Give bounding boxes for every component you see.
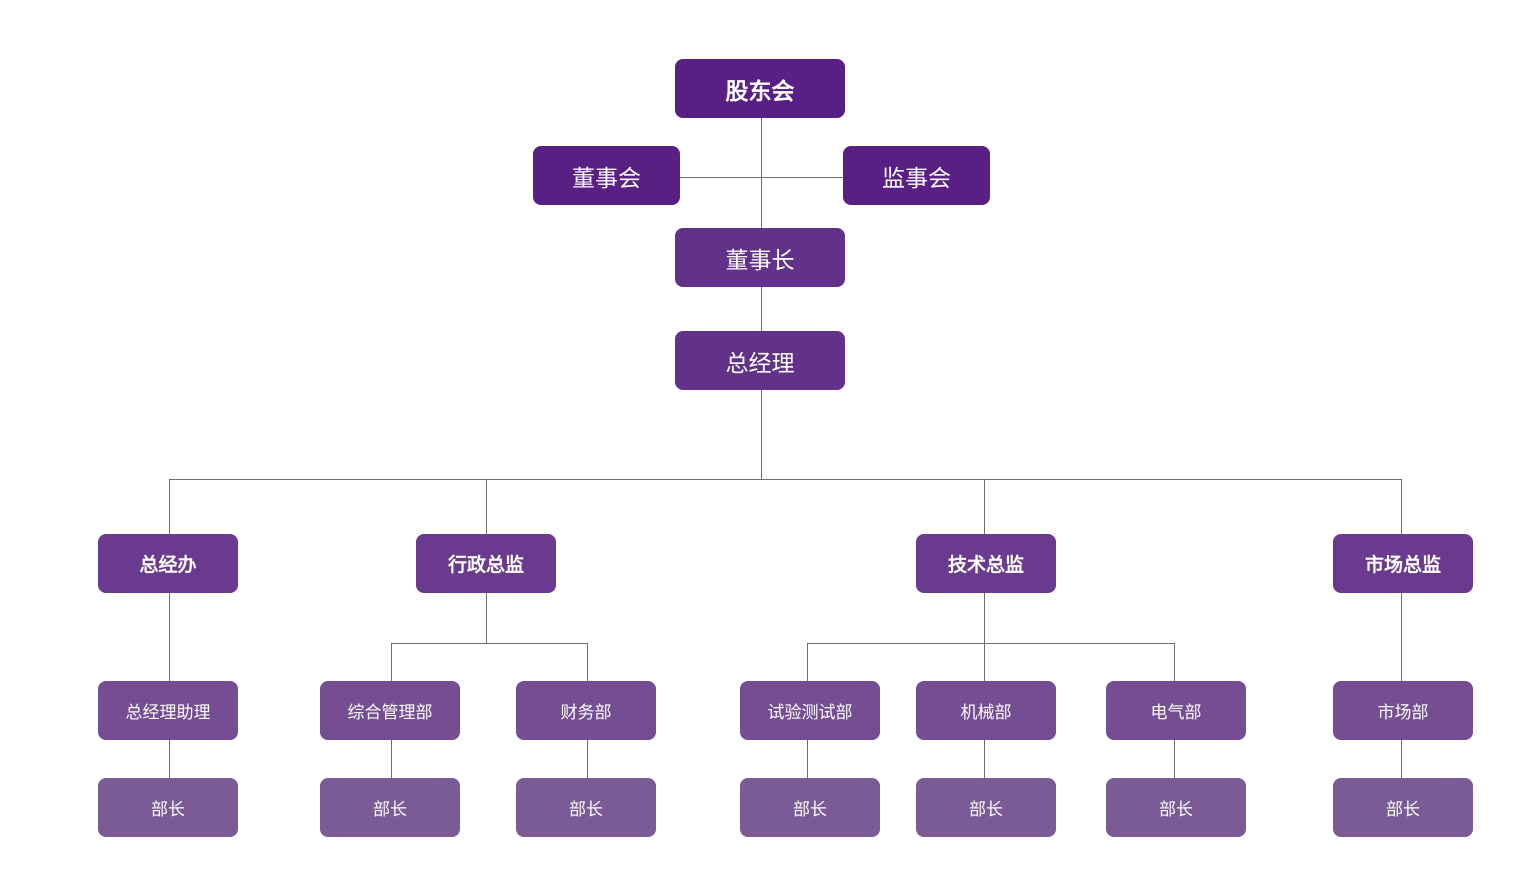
node-buzhang: 部长 xyxy=(916,778,1056,837)
node-gudonghui: 股东会 xyxy=(675,59,845,118)
node-zongjingban: 总经办 xyxy=(98,534,238,593)
node-dianqi-dept: 电气部 xyxy=(1106,681,1246,740)
node-jianshihui: 监事会 xyxy=(843,146,990,205)
node-buzhang: 部长 xyxy=(516,778,656,837)
node-dongshihui: 董事会 xyxy=(533,146,680,205)
node-zonghe-dept: 综合管理部 xyxy=(320,681,460,740)
node-buzhang: 部长 xyxy=(1333,778,1473,837)
node-shichang-dept: 市场部 xyxy=(1333,681,1473,740)
node-dongshizhang: 董事长 xyxy=(675,228,845,287)
node-buzhang: 部长 xyxy=(1106,778,1246,837)
node-zhuli: 总经理助理 xyxy=(98,681,238,740)
node-shichang-director: 市场总监 xyxy=(1333,534,1473,593)
node-buzhang: 部长 xyxy=(320,778,460,837)
node-xingzheng-director: 行政总监 xyxy=(416,534,556,593)
node-caiwu-dept: 财务部 xyxy=(516,681,656,740)
node-zongjingli: 总经理 xyxy=(675,331,845,390)
node-buzhang: 部长 xyxy=(740,778,880,837)
node-shiyan-dept: 试验测试部 xyxy=(740,681,880,740)
node-jixie-dept: 机械部 xyxy=(916,681,1056,740)
node-jishu-director: 技术总监 xyxy=(916,534,1056,593)
node-buzhang: 部长 xyxy=(98,778,238,837)
